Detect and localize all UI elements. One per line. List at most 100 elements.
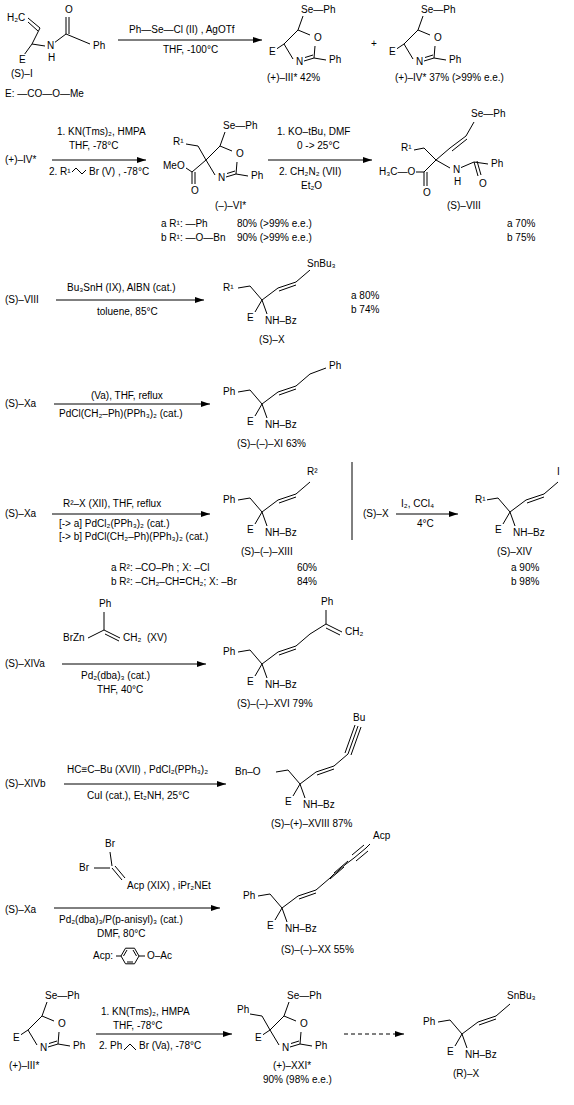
chem-label: I₂, CCl₄: [400, 498, 435, 510]
chem-label: (S)–X: [362, 508, 390, 520]
chem-label: N: [217, 172, 226, 184]
chem-label: (Va), THF, reflux: [90, 390, 164, 402]
chem-label: O: [299, 1018, 309, 1030]
chem-label: O: [422, 187, 432, 199]
chem-label: E: [284, 796, 293, 808]
chem-label: H: [47, 52, 56, 64]
chem-label: Se—Ph: [44, 990, 80, 1002]
chem-label: I: [556, 466, 561, 478]
chem-label: Et₂O: [300, 180, 323, 192]
chem-label: Acp: [372, 830, 391, 842]
chem-label: Se—Ph: [286, 990, 322, 1002]
chem-label: Ph: [242, 890, 256, 902]
chem-label: Ph: [328, 360, 342, 372]
chem-label: b 74%: [350, 304, 380, 316]
oxazoline-ring: [28, 1002, 70, 1047]
chem-label: (+)–IV* 37% (>99% e.e.): [394, 72, 505, 84]
chem-label: R²–X (XII), THF, reflux: [62, 498, 162, 510]
dashed-arrow: [344, 1034, 404, 1035]
chem-label: O: [478, 178, 488, 190]
chem-label: H₂C: [6, 12, 26, 24]
chem-label: NH–Bz: [264, 679, 298, 691]
chem-label: (S)–(–)–XVI 79%: [236, 698, 314, 710]
chem-label: Bu₃SnH (IX), AIBN (cat.): [66, 282, 177, 294]
chem-label: R¹: [400, 142, 413, 154]
reaction-arrow: [56, 300, 204, 301]
chem-label: toluene, 85°C: [96, 306, 159, 318]
chem-label: 90% (>99% e.e.): [236, 232, 313, 244]
chem-label: HC≡C–Bu (XVII) , PdCl₂(PPh₃)₂: [66, 764, 209, 776]
oxazoline-ring: [206, 132, 248, 177]
product-skeleton: [238, 270, 310, 314]
chem-label: Bn–O: [234, 766, 262, 778]
chem-label: a R²: –CO–Ph ; X: –Cl: [110, 562, 210, 574]
chem-label: NH–Bz: [512, 527, 546, 539]
chem-label: (S)–XIVb: [4, 778, 47, 790]
product-skeleton: [276, 754, 348, 798]
chem-label: O: [235, 148, 245, 160]
chem-label: a 70%: [506, 218, 536, 230]
chem-label: Bu: [352, 712, 366, 724]
chem-label: O: [433, 32, 443, 44]
product-skeleton: [238, 634, 310, 678]
chem-label: H: [453, 176, 462, 188]
reaction-arrow: [54, 908, 220, 909]
chem-label: E: [388, 46, 397, 58]
chem-label: NH–Bz: [464, 1049, 498, 1061]
chem-label: R¹: [172, 136, 185, 148]
chem-label: THF, 40°C: [96, 684, 144, 696]
chem-label: +: [370, 38, 378, 50]
chem-label: E: [246, 312, 255, 324]
chem-label: CuI (cat.), Et₂NH, 25°C: [86, 790, 190, 802]
chem-label: Br (Va), -78°C: [138, 1040, 202, 1052]
chem-label: Ph: [320, 596, 334, 608]
chem-label: Ph: [328, 54, 342, 66]
oxazoline-ring: [284, 16, 326, 61]
chem-label: Se—Ph: [300, 4, 336, 16]
chem-label: SnBu₃: [506, 990, 537, 1002]
chem-label: O: [313, 32, 323, 44]
chem-label: Ph: [222, 646, 236, 658]
product-skeleton: [238, 374, 310, 418]
chem-label: H₃C—O: [378, 166, 416, 178]
chem-label: [-> a] PdCl₂(PPh₃)₂ (cat.): [58, 518, 170, 530]
chem-label: R¹: [222, 282, 235, 294]
bond: [275, 44, 404, 50]
chem-label: CH₂: [344, 626, 364, 638]
reaction-arrow: [52, 160, 146, 161]
chem-label: b R¹: —O—Bn: [160, 232, 226, 244]
reaction-arrow: [62, 664, 206, 665]
bond: [24, 17, 90, 55]
chem-label: (+)–XXI*: [272, 1060, 312, 1072]
chem-label: [-> b] PdCl(CH₂–Ph)(PPh₃)₂ (cat.): [58, 531, 209, 543]
reaction-arrow: [64, 784, 226, 785]
chem-label: (S)–(+)–XVIII 87%: [270, 818, 353, 830]
chem-label: E: [246, 676, 255, 688]
chem-label: (S)–Xa: [4, 508, 37, 520]
chem-label: THF, -78°C: [112, 1020, 164, 1032]
chem-label: b 75%: [506, 232, 536, 244]
bond: [310, 368, 326, 374]
reaction-arrow: [54, 404, 210, 405]
chem-label: E: [254, 1032, 263, 1044]
chem-label: N: [295, 56, 304, 68]
chem-label: (S)–XIV: [496, 546, 533, 558]
chem-label: E: [268, 46, 277, 58]
chem-label: THF, -100°C: [162, 44, 219, 56]
chem-label: O: [190, 185, 200, 197]
chem-label: (S)–VIII: [4, 294, 40, 306]
chem-label: N: [46, 40, 55, 52]
chem-label: a 80%: [350, 290, 380, 302]
chem-label: (S)–(–)–XI 63%: [236, 438, 307, 450]
chem-label: Ph: [448, 54, 462, 66]
triple-bond: [345, 725, 361, 755]
chem-label: E: —CO—O—Me: [4, 88, 85, 100]
chem-label: Ph: [98, 598, 112, 610]
chem-label: N: [415, 56, 424, 68]
oxazoline-ring: [404, 16, 446, 61]
chem-label: a 90%: [510, 562, 540, 574]
chem-label: Br: [78, 862, 90, 874]
chem-label: Se—Ph: [470, 108, 506, 120]
chem-label: N: [452, 164, 461, 176]
chem-label: 0 -> 25°C: [296, 140, 341, 152]
